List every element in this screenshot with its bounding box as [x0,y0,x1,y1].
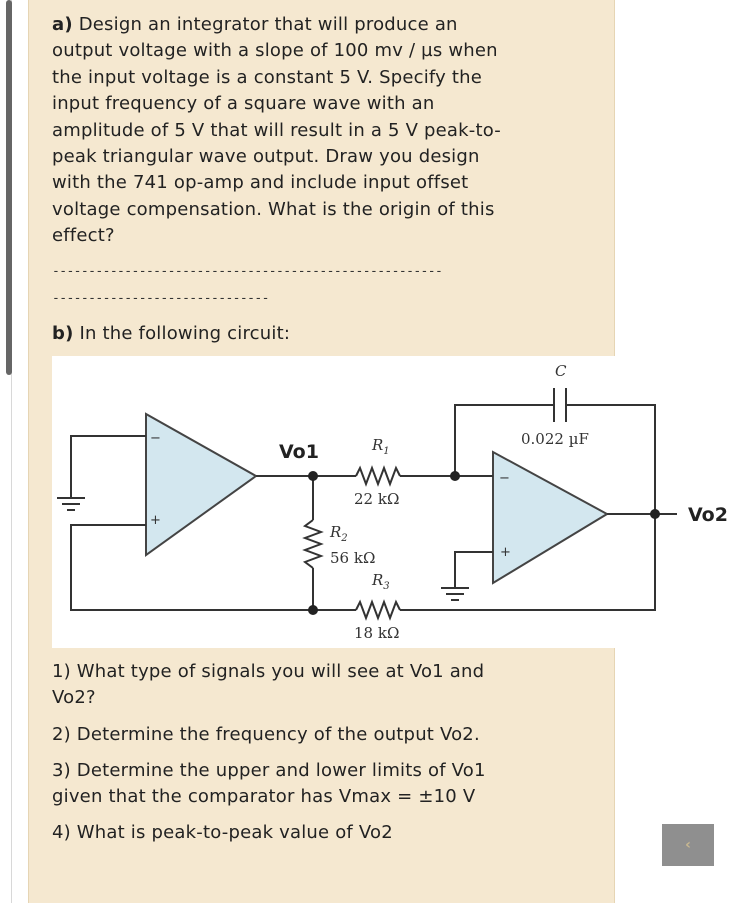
r2-resistor [302,519,324,569]
r1-resistor [355,465,401,487]
integrator-noninverting-wire [454,551,493,588]
chevron-up-icon: ‹ [685,837,691,853]
integrator-minus-label: − [499,471,510,486]
part-a-line: effect? [52,225,115,247]
capacitor-value: 0.022 µF [521,430,589,448]
comparator-plus-label: + [150,513,161,528]
junction-dot-inverting [450,471,460,481]
r1-label: R1 [371,436,390,457]
part-a-line: voltage compensation. What is the origin… [52,198,495,220]
part-a-line: with the 741 op-amp and include input of… [52,172,469,194]
junction-dot-output [650,509,660,519]
part-a-line: input frequency of a square wave with an [52,93,435,115]
part-b-label: b) [52,323,74,344]
junction-dot-bottom [308,605,318,615]
comparator-inverting-wire [70,435,146,498]
vo2-label: Vo2 [688,504,728,526]
part-a-line: peak triangular wave output. Draw you de… [52,146,480,168]
comparator-minus-label: − [150,431,161,446]
r3-value: 18 kΩ [354,624,399,642]
r3-label: R3 [371,571,390,592]
scrollbar-thumb[interactable] [6,0,12,375]
part-a-line: the input voltage is a constant 5 V. Spe… [52,66,483,88]
vo1-label: Vo1 [279,441,319,463]
r2-value: 56 kΩ [330,549,375,567]
junction-dot-vo1 [308,471,318,481]
question-1: 1) What type of signals you will see at … [52,661,485,709]
separator-line-1: ----------------------------------------… [52,264,443,279]
part-a-text: a) Design an integrator that will produc… [52,12,501,250]
left-divider [11,0,12,903]
capacitor-label: C [555,362,567,380]
part-b-heading: b) In the following circuit: [52,321,290,347]
capacitor-wire-right [566,404,656,514]
part-a-line: amplitude of 5 V that will result in a 5… [52,119,501,141]
question-2: 2) Determine the frequency of the output… [52,724,480,745]
scroll-top-button[interactable]: ‹ [662,824,714,866]
question-4: 4) What is peak-to-peak value of Vo2 [52,822,393,843]
integrator-plus-label: + [500,545,511,560]
capacitor-wire-left [454,404,554,476]
part-a-label: a) [52,14,73,35]
feedback-wire-bottom [70,524,313,611]
part-a-line: Design an integrator that will produce a… [78,14,458,35]
r3-resistor [355,599,401,621]
r2-label: R2 [329,523,348,544]
question-3: 3) Determine the upper and lower limits … [52,760,486,808]
r1-value: 22 kΩ [354,490,399,508]
part-a-line: output voltage with a slope of 100 mv / … [52,40,498,62]
separator-line-2: ------------------------------ [52,291,269,306]
part-b-text: In the following circuit: [79,323,291,344]
r3-wire [400,514,656,611]
integrator-opamp [492,450,610,585]
comparator-opamp [145,412,258,557]
